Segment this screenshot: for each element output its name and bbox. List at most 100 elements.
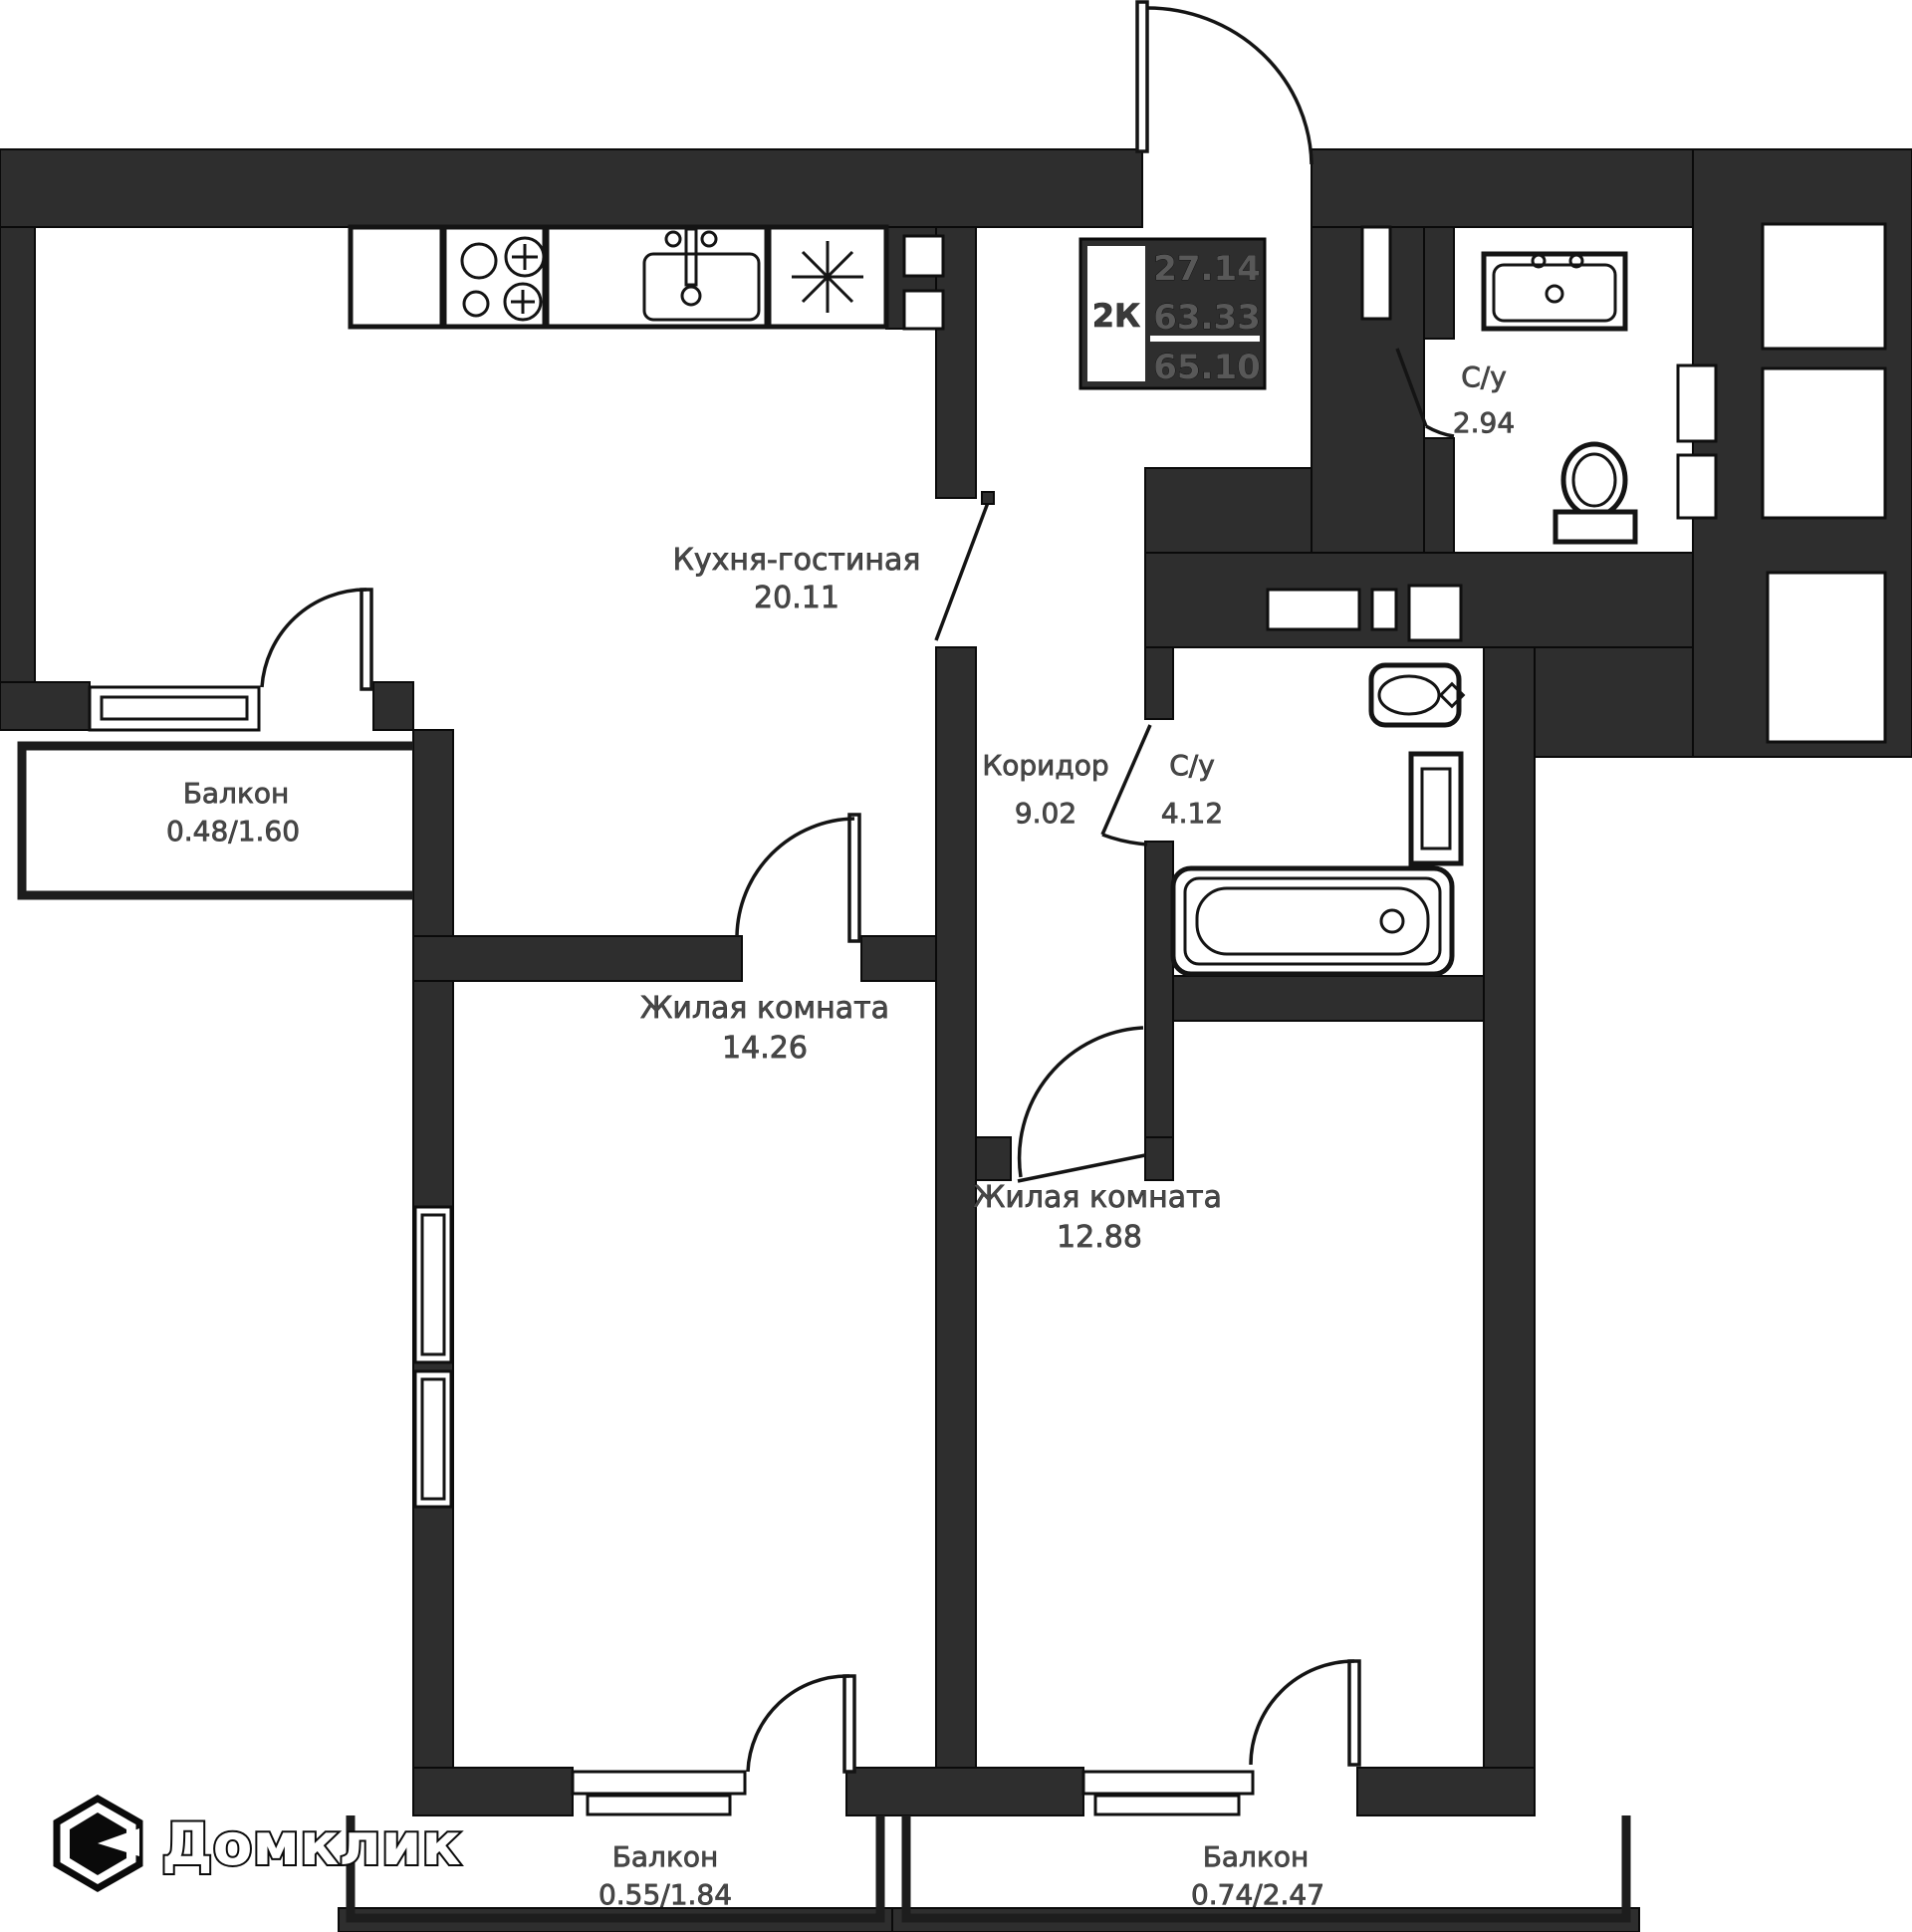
- toilet-bowl-inner-icon: [1571, 452, 1617, 508]
- wall-corridor-right-lower: [1144, 841, 1174, 1138]
- label-balcony-bl-name: Балкон: [612, 1840, 719, 1873]
- bathtub-drain-icon: [1379, 908, 1405, 934]
- towel-cabinet-icon: [1408, 751, 1464, 866]
- sink-counter-icon: [544, 224, 770, 330]
- stove-burner-cross-icon: [512, 244, 538, 270]
- faucet-knob-icon: [700, 230, 718, 248]
- washer-knob-icon: [1531, 253, 1547, 269]
- walls: [0, 148, 1912, 1932]
- balcony-left-door-leaf: [359, 588, 373, 691]
- wall-outer-right-lower: [1483, 646, 1536, 1811]
- label-bath-top-area: 2.94: [1453, 406, 1515, 439]
- sink-drain-icon: [680, 285, 702, 307]
- label-living2-area: 12.88: [1057, 1220, 1142, 1255]
- kitchen-sink-icon: [642, 252, 761, 322]
- stamp-type-cell: [1087, 246, 1145, 381]
- right-slot-a: [1676, 363, 1718, 443]
- window-bottom-right-sill: [1093, 1794, 1241, 1816]
- label-bath-mid-area: 4.12: [1161, 797, 1223, 830]
- label-balcony-br-area: 0.74/2.47: [1191, 1878, 1324, 1911]
- wall-bottom-c: [1356, 1767, 1536, 1816]
- logo: Домклик: [53, 1794, 463, 1893]
- bathtub-basin-icon: [1195, 886, 1430, 956]
- right-shaft-b: [1761, 366, 1887, 520]
- bath-mid-door-arc: [1101, 833, 1148, 846]
- window-left-balcony-frame: [100, 695, 249, 721]
- label-living2-name: Жилая комната: [973, 1180, 1222, 1215]
- wall-top-left: [0, 148, 1143, 228]
- bath-top-fixtures: [1481, 251, 1638, 545]
- window-bottom-left-sill: [586, 1794, 732, 1816]
- room-labels: Кухня-гостиная 20.11 Коридор 9.02 С/у 4.…: [166, 361, 1516, 1912]
- label-balcony-left-name: Балкон: [183, 777, 290, 810]
- entrance-door-leaf: [1135, 0, 1149, 153]
- stove-burner-icon: [504, 236, 546, 278]
- balcony-bl-door-leaf: [842, 1674, 856, 1774]
- window-tall-lower-frame: [420, 1377, 446, 1501]
- toilet-tank-icon: [1553, 509, 1638, 545]
- faucet-knob-icon: [664, 230, 682, 248]
- niches: [902, 222, 1887, 744]
- doors: [260, 0, 1455, 1774]
- wall-bottom-b: [845, 1767, 1084, 1816]
- bathtub-inner-icon: [1183, 876, 1442, 966]
- wall-right-mass-lower: [1534, 646, 1694, 758]
- stove-burner-icon: [460, 242, 498, 280]
- fridge-snowflake-icon: [792, 241, 863, 313]
- balcony-br-door-leaf: [1347, 1659, 1361, 1767]
- stamp-living-area: 27.14: [1153, 249, 1261, 289]
- wall-balcony-row-right: [372, 681, 414, 731]
- stamp-rooms-type: 2К: [1092, 297, 1140, 335]
- wall-outer-left: [0, 226, 36, 683]
- bath-top-door-arc: [1425, 424, 1455, 438]
- wall-corridor-bottom-b: [1144, 1136, 1174, 1181]
- hall-niche: [1360, 225, 1392, 321]
- kitchen-door-leaf: [934, 499, 991, 641]
- faucet-icon: [684, 227, 698, 287]
- balcony-bottom-left-rail: [346, 1815, 885, 1923]
- living1-door-leaf: [847, 813, 861, 943]
- stamp-area: 63.33: [1153, 298, 1261, 338]
- living2-door-arc: [1017, 1026, 1144, 1178]
- wall-kitchen-bottom-left: [412, 935, 743, 982]
- stamp-divider: [1150, 336, 1260, 342]
- bath-mid-door-leaf: [1100, 724, 1152, 836]
- window-bottom-right: [1081, 1770, 1255, 1796]
- wall-balcony-row-left: [0, 681, 91, 731]
- wall-center-lower: [935, 646, 977, 1769]
- area-stamp: 2К 27.14 63.33 65.10: [1078, 237, 1267, 390]
- label-bath-top-name: С/у: [1461, 361, 1507, 393]
- wall-bath-mid-bottom: [1172, 975, 1536, 1022]
- balcony-rails: [17, 741, 1631, 1923]
- bath-top-door-leaf: [1395, 348, 1428, 427]
- stove-burner-icon: [503, 282, 543, 322]
- stove-burner-icon: [462, 290, 490, 318]
- kitchen-counter-icon: [348, 224, 445, 330]
- bathtub-icon: [1170, 865, 1455, 977]
- wall-corridor-bottom-a: [975, 1136, 1012, 1181]
- wall-bath-top-left-a: [1423, 226, 1455, 340]
- window-tall-upper-frame: [420, 1213, 446, 1356]
- entrance-door-arc: [1146, 6, 1314, 165]
- right-shaft-a: [1761, 222, 1887, 351]
- balcony-bottom-right-rail: [901, 1815, 1631, 1923]
- kitchen-door-hinge: [981, 491, 995, 505]
- closet-niche-c: [1407, 584, 1463, 642]
- label-living1-area: 14.26: [722, 1031, 808, 1066]
- label-bath-mid-name: С/у: [1169, 749, 1215, 782]
- right-shaft-c: [1766, 571, 1887, 744]
- wall-corridor-right-upper: [1144, 646, 1174, 720]
- closet-niche-b: [1370, 588, 1398, 631]
- label-corridor-name: Коридор: [982, 749, 1108, 782]
- stove-burner-cross-icon: [511, 290, 535, 314]
- kitchen-vent-shaft-a: [902, 234, 945, 278]
- label-living1-name: Жилая комната: [640, 991, 889, 1026]
- domklik-house-icon-inner: [70, 1812, 126, 1875]
- living2-door-leaf: [1017, 1153, 1146, 1183]
- stove-icon: [441, 224, 548, 330]
- washbasin-faucet-icon: [1438, 681, 1466, 709]
- washing-machine-drum-icon: [1492, 263, 1617, 323]
- closet-niche-a: [1266, 588, 1361, 631]
